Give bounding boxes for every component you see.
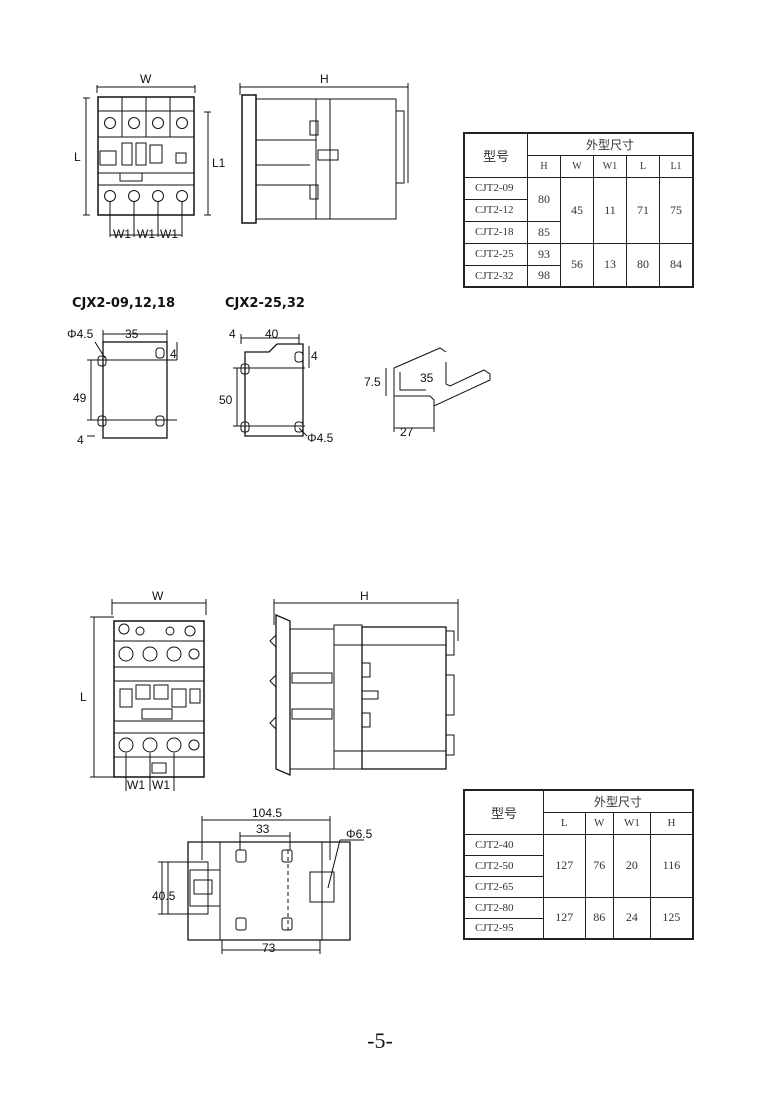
table-cell-w: 76 [584,833,614,898]
bottom-front-w-label: W [152,589,164,603]
rail-width-label: 35 [420,371,434,385]
table-cell-w: 56 [560,242,594,288]
table-cell-h: 85 [527,220,561,244]
table-row-model: CJT2-12 [463,198,528,222]
bottom-mount-height-label: 40.5 [152,889,176,903]
top-side-view-drawing: H [239,72,409,224]
top-table-col-l1: L1 [659,154,694,178]
bottom-front-w1-label-1: W1 [127,778,145,792]
table-cell-l: 127 [543,896,586,940]
bottom-table-model-header: 型号 [463,789,544,835]
mount1-top-margin-label: 4 [170,347,177,361]
table-cell-l1: 84 [659,242,694,288]
top-side-h-label: H [320,72,329,86]
mount2-drawing: 4 40 4 50 Φ4.5 [219,327,334,445]
table-cell-w: 86 [584,896,614,940]
table-cell-w1: 13 [593,242,627,288]
din-rail-drawing: 7.5 35 27 [364,347,491,439]
table-cell-h: 98 [527,264,561,288]
bottom-side-h-label: H [360,589,369,603]
top-front-l-label: L [74,150,81,164]
table-cell-l: 127 [543,833,586,898]
top-table-model-header: 型号 [463,132,528,178]
bottom-front-w1-label-2: W1 [152,778,170,792]
bottom-table-col-h: H [649,811,694,835]
table-cell-h: 80 [527,176,561,222]
top-table-col-w: W [560,154,594,178]
mount1-height-label: 49 [73,391,87,405]
table-cell-h: 125 [649,896,694,940]
mount2-top-margin-label: 4 [311,349,318,363]
top-front-w-label: W [140,72,152,86]
table-cell-l1: 75 [659,176,694,244]
bottom-front-view-drawing: W L W1 W1 [80,589,207,792]
table-row-model: CJT2-32 [463,264,528,288]
bottom-table-col-w1: W1 [612,811,651,835]
top-front-view-drawing: W L L1 W1 W1 W1 [74,72,226,241]
top-table-col-l: L [626,154,660,178]
mount1-caption: CJX2-09,12,18 [72,296,175,311]
top-front-l1-label: L1 [212,156,226,170]
top-table-dims-header: 外型尺寸 [527,132,694,156]
top-table-col-w1: W1 [593,154,627,178]
bottom-mount-spacing-label: 73 [262,941,276,955]
mount2-width-label: 40 [265,327,279,341]
bottom-side-view-drawing: H [269,589,459,776]
bottom-mount-hole-label: Φ6.5 [346,827,373,841]
bottom-table-col-w: W [584,811,614,835]
top-front-w1-label-3: W1 [160,227,178,241]
mount1-hole-label: Φ4.5 [67,327,94,341]
table-cell-w1: 11 [593,176,627,244]
bottom-dimension-table: 型号 外型尺寸 L W W1 H CJT2-40 127 76 20 116 C… [463,789,694,940]
table-cell-l: 71 [626,176,660,244]
mount2-left-margin-label: 4 [229,327,236,341]
table-cell-h: 116 [649,833,694,898]
bottom-mount-overall-label: 104.5 [252,806,282,820]
table-cell-w1: 20 [612,833,651,898]
table-row-model: CJT2-25 [463,242,528,266]
page-number: -5- [367,1028,393,1053]
mount2-height-label: 50 [219,393,233,407]
table-row-model: CJT2-40 [463,833,544,856]
top-table-col-h: H [527,154,561,178]
table-cell-h: 93 [527,242,561,266]
rail-height-label: 7.5 [364,375,381,389]
bottom-table-dims-header: 外型尺寸 [543,789,694,813]
bottom-mount-drawing: 104.5 33 Φ6.5 40.5 73 [152,806,373,955]
table-row-model: CJT2-18 [463,220,528,244]
rail-depth-label: 27 [400,425,414,439]
bottom-table-col-l: L [543,811,586,835]
mount1-bottom-margin-label: 4 [77,433,84,447]
bottom-mount-inner-label: 33 [256,822,270,836]
table-row-model: CJT2-65 [463,875,544,898]
table-cell-w1: 24 [612,896,651,940]
bottom-front-l-label: L [80,690,87,704]
mount2-hole-label: Φ4.5 [307,431,334,445]
table-row-model: CJT2-95 [463,917,544,940]
mount1-drawing: Φ4.5 35 4 49 4 [67,327,178,447]
table-cell-l: 80 [626,242,660,288]
top-dimension-table: 型号 外型尺寸 H W W1 L L1 CJT2-09 80 45 11 71 … [463,132,694,288]
table-row-model: CJT2-80 [463,896,544,919]
table-row-model: CJT2-09 [463,176,528,200]
top-front-w1-label-1: W1 [113,227,131,241]
mount2-caption: CJX2-25,32 [225,296,305,311]
mount1-width-label: 35 [125,327,139,341]
table-cell-w: 45 [560,176,594,244]
top-front-w1-label-2: W1 [137,227,155,241]
table-row-model: CJT2-50 [463,854,544,877]
